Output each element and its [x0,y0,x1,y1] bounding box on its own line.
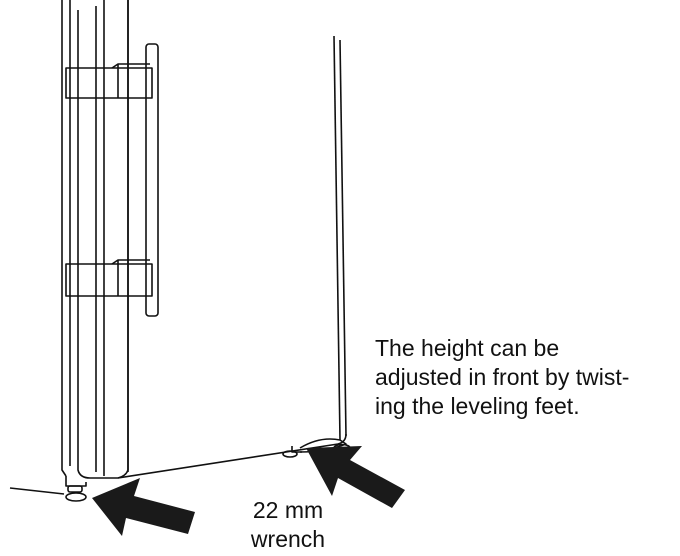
lower-strap [65,263,153,297]
door-bottom-corner [337,433,347,445]
lower-strap-fold [111,259,150,296]
door-handle [145,43,159,317]
leveling-instruction-text: The height can be adjusted in front by t… [375,334,675,421]
door-right-edge-outer [333,35,341,441]
instruction-line-3: ing the leveling feet. [375,393,580,419]
wrench-label: 22 mm wrench [228,496,348,554]
wrench-size: 22 mm [252,497,324,523]
instruction-line-2: adjusted in front by twist- [375,364,630,390]
upper-strap [65,67,153,99]
door-bottom-edge [117,443,339,479]
arrow-up-left-icon [306,446,405,508]
cabinet-side-panel [61,0,67,477]
door-right-edge-inner [339,39,347,437]
cabinet-floor-line [9,487,65,495]
upper-strap-fold [111,63,150,98]
instruction-line-1: The height can be [375,335,560,361]
wrench-word: wrench [250,526,326,552]
leveling-foot-icon [65,476,87,502]
arrow-left-icon [92,478,195,536]
door-pillar-front [77,0,129,479]
